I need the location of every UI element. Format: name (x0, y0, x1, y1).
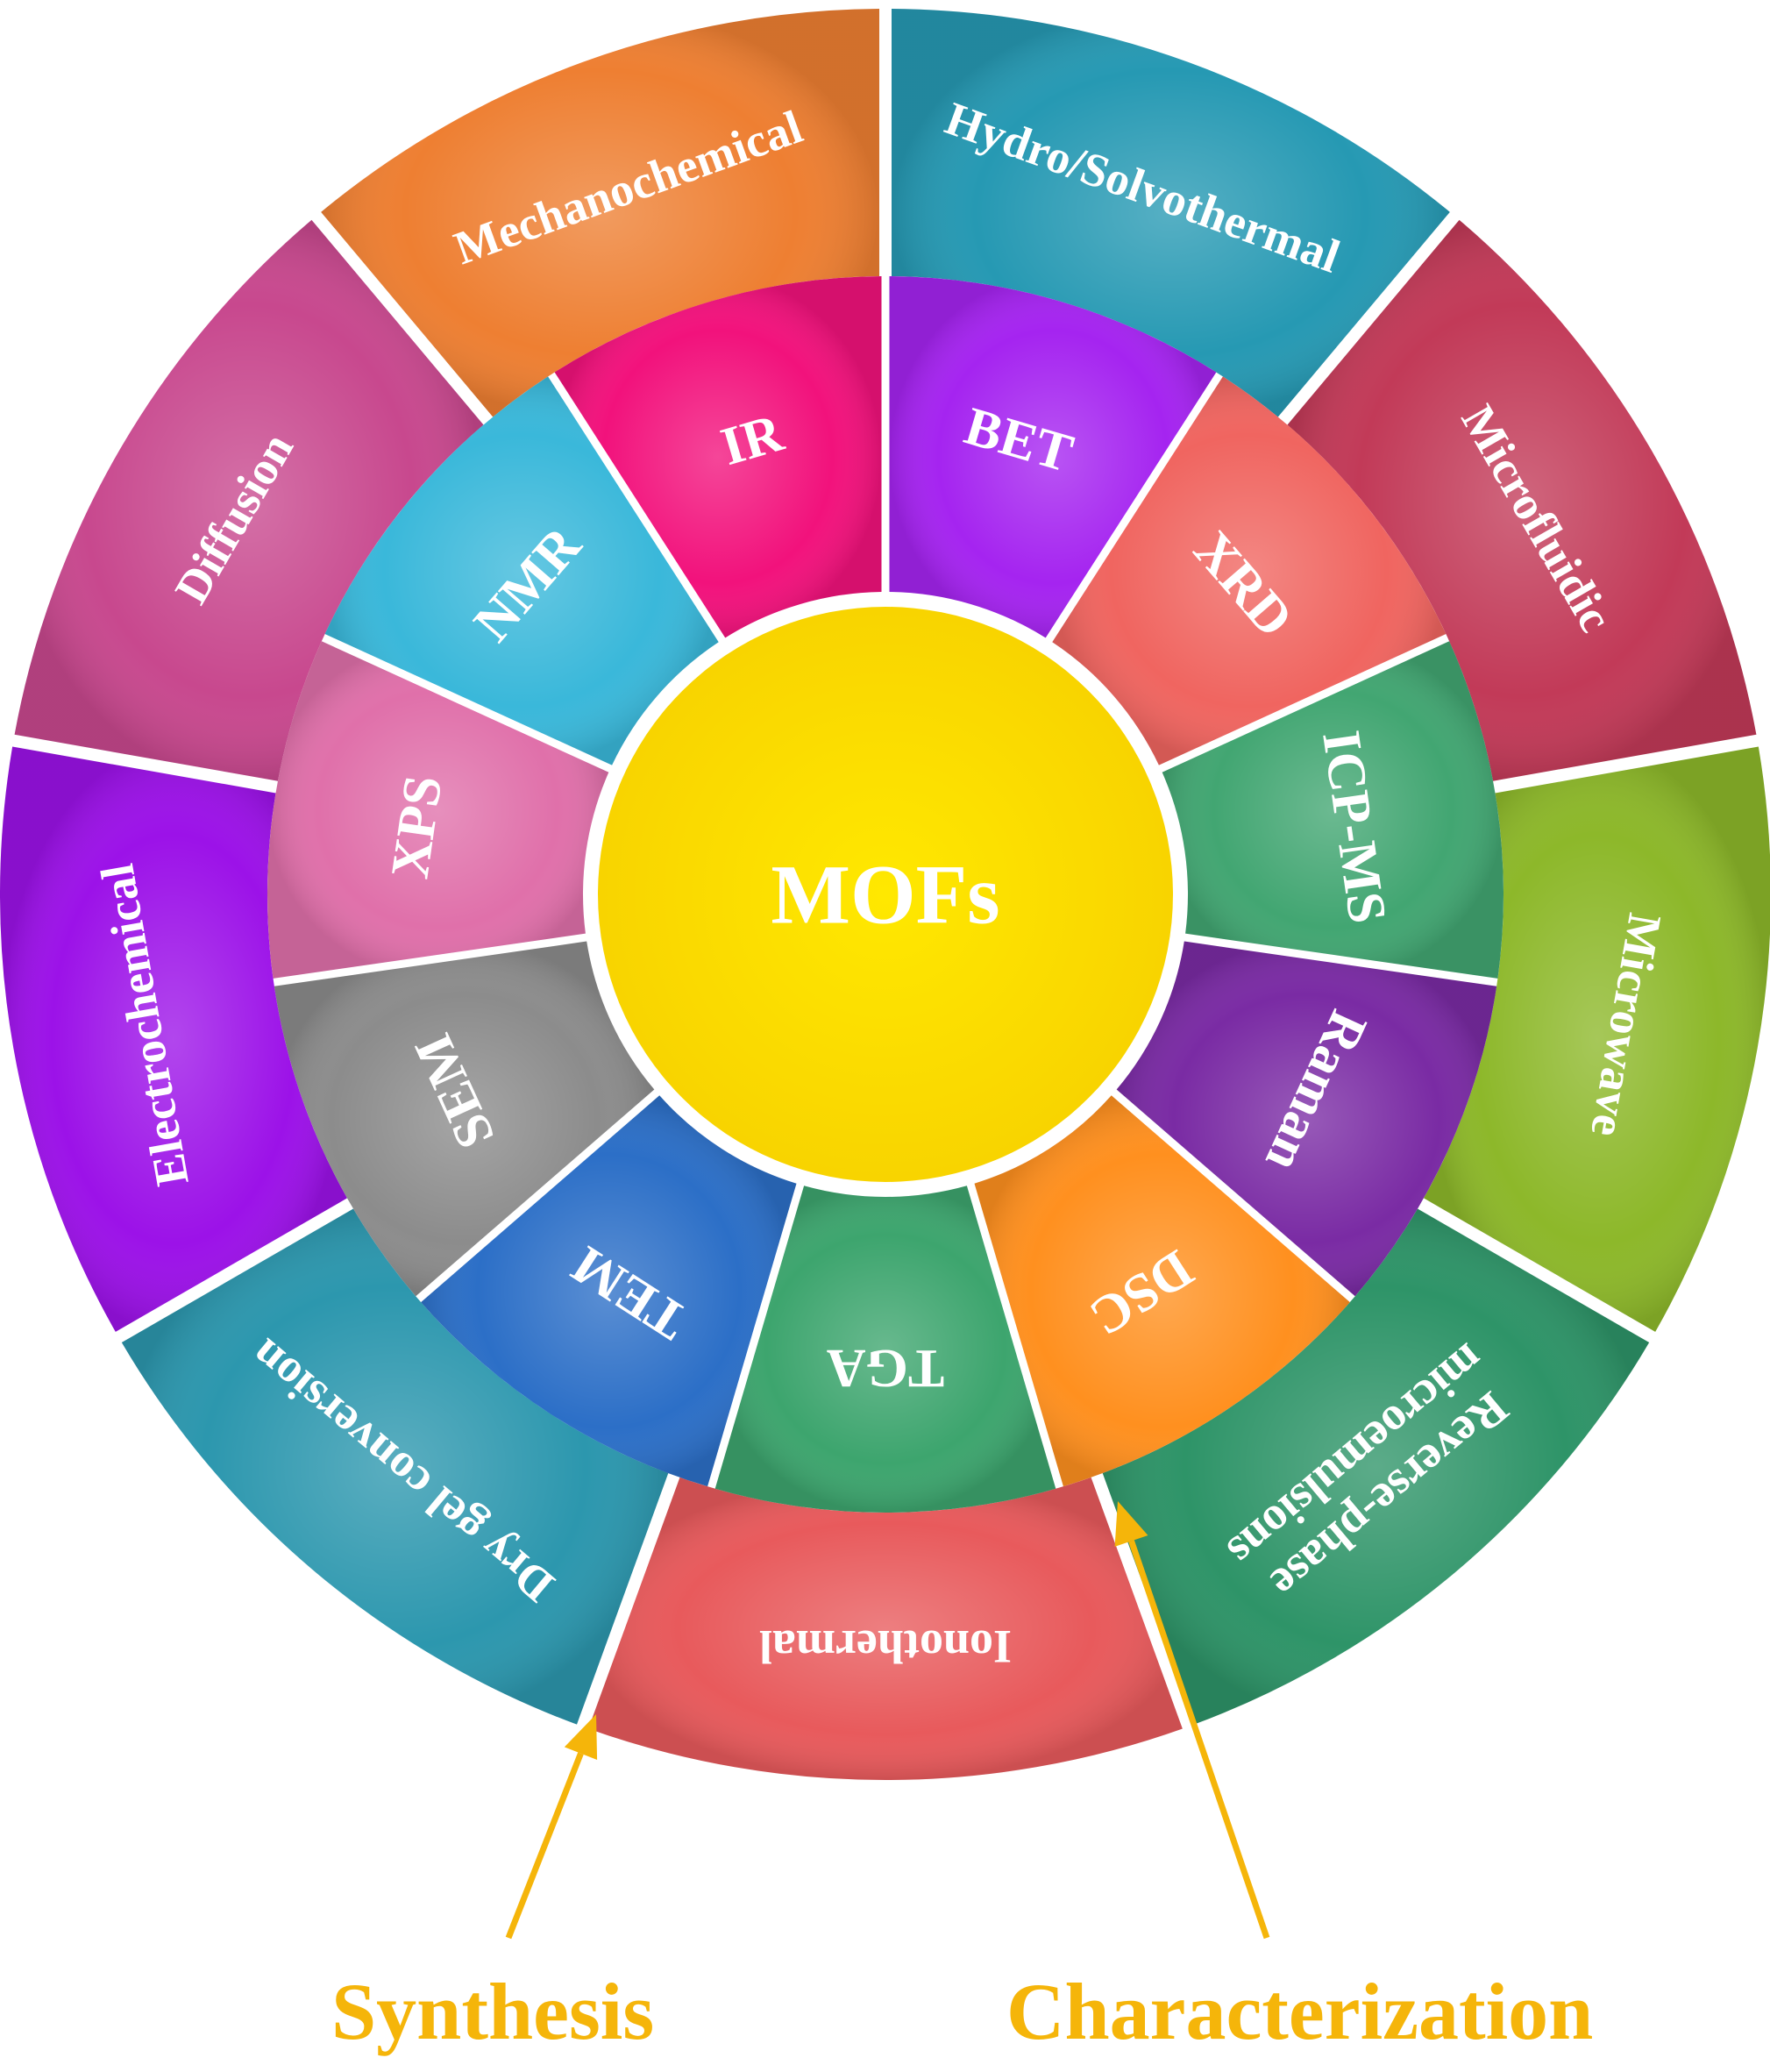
synthesis-method-ionothermal-label: Ionothermal (759, 1620, 1012, 1673)
synthesis-arrow-head (564, 1714, 598, 1760)
characterization-arrow-head (1114, 1501, 1148, 1547)
center-circle (598, 607, 1173, 1182)
synthesis-method-microwave: Microwave (1424, 746, 1770, 1332)
synthesis-method-diffusion-shade (14, 219, 484, 781)
characterization-technique-tem: TEM (421, 1095, 797, 1487)
synthesis-method-electrochemical: Electrochemical (0, 746, 347, 1332)
characterization-technique-xrd-shade (1052, 376, 1447, 765)
characterization-technique-xps: XPS (267, 641, 609, 979)
synthesis-method-mechanochemical-shade (321, 9, 880, 417)
characterization-technique-raman-shade (1116, 941, 1497, 1297)
synthesis-method-reverse-phase-microemulsions-shade (1102, 1208, 1650, 1725)
characterization-technique-bet-shade (889, 276, 1217, 638)
characterization-label: Characterization (1006, 1967, 1594, 2056)
characterization-technique-nmr-shade (324, 376, 719, 765)
characterization-technique-tem-shade (421, 1095, 797, 1487)
synthesis-ring: Hydro/SolvothermalMicrofluidicMicrowaveR… (0, 9, 1770, 1781)
synthesis-method-diffusion: Diffusion (14, 219, 484, 781)
characterization-technique-sem-shade (274, 941, 655, 1297)
characterization-technique-xrd: XRD (1052, 376, 1447, 765)
synthesis-method-microwave-shade (1424, 746, 1770, 1332)
callout-arrows (505, 1501, 1270, 1940)
synthesis-method-microfluidic-shade (1287, 219, 1757, 781)
characterization-technique-xps-shade (267, 641, 609, 979)
synthesis-method-electrochemical-shade (0, 746, 347, 1332)
characterization-technique-dsc-shade (974, 1095, 1350, 1487)
center-label: MOFs (771, 848, 999, 942)
synthesis-method-hydro-solvothermal: Hydro/Solvothermal (891, 9, 1450, 417)
synthesis-label: Synthesis (331, 1967, 655, 2056)
synthesis-method-ionothermal-shade (588, 1477, 1183, 1781)
synthesis-method-dry-gel-conversion-shade (121, 1208, 669, 1725)
characterization-technique-sem: SEM (274, 941, 655, 1297)
characterization-technique-xps-label: XPS (380, 772, 454, 882)
characterization-arrow (1114, 1501, 1270, 1940)
characterization-technique-tga-shade (714, 1186, 1056, 1513)
synthesis-method-ionothermal: Ionothermal (588, 1477, 1183, 1781)
characterization-technique-raman: Raman (1116, 941, 1497, 1297)
characterization-technique-ir: IR (554, 276, 882, 638)
characterization-technique-icp-ms: ICP-MS (1162, 641, 1503, 979)
characterization-technique-dsc: DSC (974, 1095, 1350, 1487)
synthesis-arrow (505, 1714, 598, 1940)
characterization-technique-icp-ms-shade (1162, 641, 1503, 979)
characterization-technique-bet: BET (889, 276, 1217, 638)
synthesis-method-hydro-solvothermal-shade (891, 9, 1450, 417)
characterization-technique-tga: TGA (714, 1186, 1056, 1513)
center-hub: MOFs (598, 607, 1173, 1182)
synthesis-method-microfluidic: Microfluidic (1287, 219, 1757, 781)
characterization-technique-tga-label: TGA (827, 1338, 945, 1398)
characterization-technique-ir-shade (554, 276, 882, 638)
characterization-technique-nmr: NMR (324, 376, 719, 765)
synthesis-method-mechanochemical: Mechanochemical (321, 9, 880, 417)
